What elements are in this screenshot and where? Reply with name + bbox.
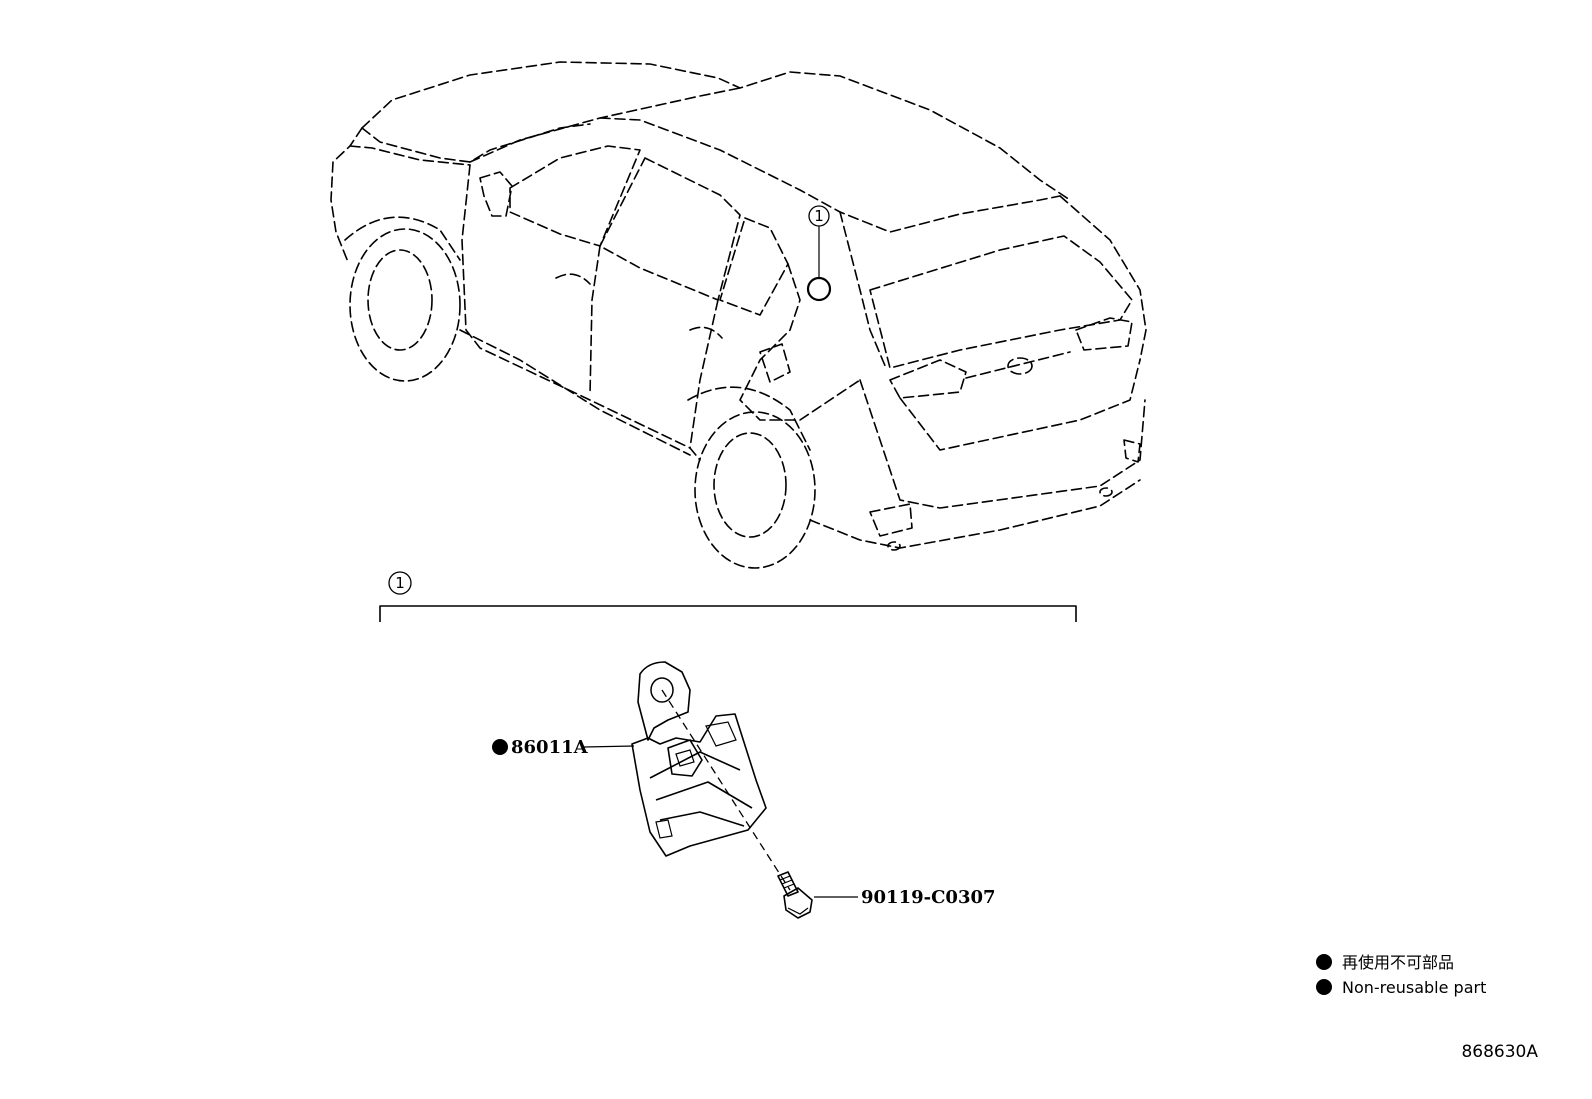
sensor-part-illustration	[631, 661, 791, 891]
part-number-86011a: 86011A	[511, 737, 589, 758]
non-reusable-dot	[492, 739, 508, 755]
bolt-illustration	[777, 871, 813, 919]
legend-dot-japanese	[1316, 954, 1332, 970]
sensor-location-marker	[806, 276, 832, 302]
callout-circle	[808, 205, 830, 227]
legend-english: Non-reusable part	[1342, 978, 1486, 997]
leader-line-86011a	[583, 745, 635, 748]
group-bracket: 1	[379, 571, 1077, 622]
part-label-86011a: 86011A	[492, 737, 635, 758]
group-callout-number: 1	[395, 574, 405, 592]
callout-number: 1	[814, 207, 824, 225]
illustration-code: 868630A	[1461, 1042, 1538, 1062]
vehicle-illustration: 1	[330, 61, 1147, 569]
part-label-90119: 90119-C0307	[814, 887, 996, 908]
part-number-90119-c0307: 90119-C0307	[861, 887, 996, 908]
bracket-line	[379, 605, 1077, 622]
group-callout-circle	[388, 571, 412, 595]
legend-japanese: 再使用不可部品	[1342, 953, 1454, 972]
legend-dot-english	[1316, 979, 1332, 995]
legend: 再使用不可部品 Non-reusable part	[1316, 953, 1486, 997]
